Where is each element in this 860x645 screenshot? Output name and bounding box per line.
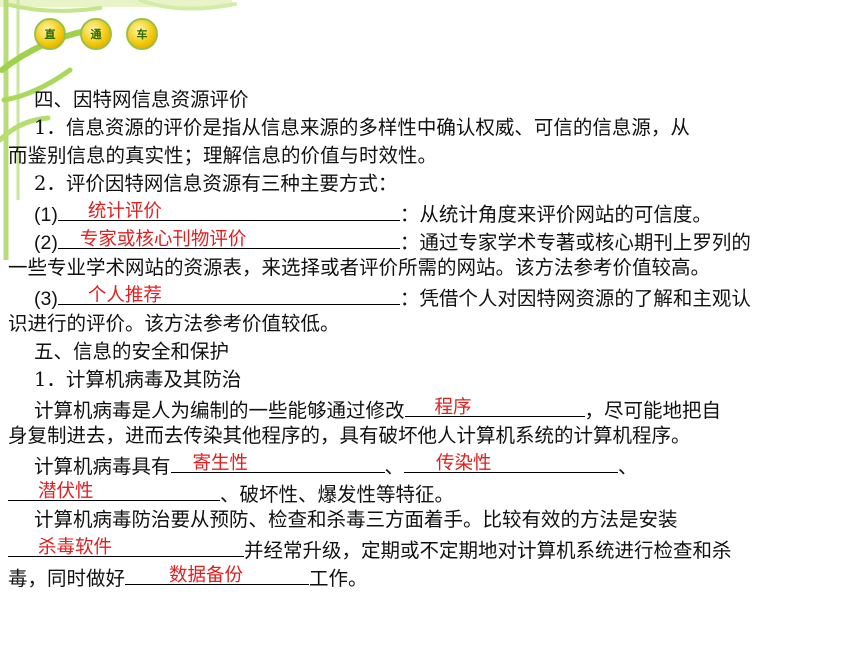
method2-text: ：通过专家学术专著或核心期刊上罗列的 <box>399 231 751 254</box>
trait3-blank: 潜伏性 <box>8 478 220 502</box>
backup-answer: 数据备份 <box>169 565 244 586</box>
trait2-answer: 传染性 <box>436 453 492 474</box>
virus-def-answer: 程序 <box>434 397 472 418</box>
trait1-blank: 寄生性 <box>170 450 385 474</box>
virus-def-line1: 计算机病毒是人为编制的一些能够通过修改 程序 ，尽可能地把自 <box>34 394 721 422</box>
section4-title: 四、因特网信息资源评价 <box>34 88 249 111</box>
backup-post: 工作。 <box>309 567 368 590</box>
virus-def-line2: 身复制进去，进而去传染其他程序的，具有破坏他人计算机系统的计算机程序。 <box>8 424 691 447</box>
virus-traits-end: 、 <box>618 455 638 478</box>
backup-blank: 数据备份 <box>125 562 310 586</box>
method1-number: (1) <box>34 204 58 226</box>
method3-answer: 个人推荐 <box>87 285 162 306</box>
method1-line: (1) 统计评价 ：从统计角度来评价网站的可信度。 <box>34 198 712 226</box>
badge-zhi: 直 <box>34 18 66 50</box>
method3-blank: 个人推荐 <box>57 282 400 306</box>
s4-para1-line2: 而鉴别信息的真实性；理解信息的价值与时效性。 <box>8 144 438 167</box>
badge-che: 车 <box>126 18 158 50</box>
top-decoration-bar <box>0 0 232 7</box>
method3-line: (3) 个人推荐 ：凭借个人对因特网资源的了解和主观认 <box>34 282 751 310</box>
virus-traits-line1: 计算机病毒具有寄生性 、 传染性 、 <box>34 450 638 478</box>
antivirus-blank: 杀毒软件 <box>8 534 244 558</box>
trait1-answer: 寄生性 <box>192 453 249 474</box>
method1-answer: 统计评价 <box>87 201 162 222</box>
antivirus-answer: 杀毒软件 <box>38 537 113 558</box>
section5-title: 五、信息的安全和保护 <box>34 340 230 363</box>
virus-traits-post: 、破坏性、爆发性等特征。 <box>220 483 455 506</box>
virus-def-post: ，尽可能地把自 <box>584 399 722 422</box>
method2-number: (2) <box>34 232 58 254</box>
virus-prevention-post: 并经常升级，定期或不定期地对计算机系统进行检查和杀 <box>244 539 732 562</box>
backup-pre: 毒，同时做好 <box>8 567 126 590</box>
method1-text: ：从统计角度来评价网站的可信度。 <box>399 203 712 226</box>
method2-line: (2) 专家或核心刊物评价 ：通过专家学术专著或核心期刊上罗列的 <box>34 226 751 254</box>
method3-text: ：凭借个人对因特网资源的了解和主观认 <box>399 287 751 310</box>
virus-def-pre: 计算机病毒是人为编制的一些能够通过修改 <box>34 399 405 422</box>
virus-traits-sep: 、 <box>384 455 405 478</box>
trait2-blank: 传染性 <box>404 450 619 474</box>
virus-def-blank: 程序 <box>404 394 585 418</box>
method1-blank: 统计评价 <box>57 198 400 222</box>
s4-para2: 2．评价因特网信息资源有三种主要方式： <box>34 172 398 195</box>
trait3-answer: 潜伏性 <box>38 481 94 502</box>
virus-prevention-line3: 毒，同时做好 数据备份 工作。 <box>8 562 368 590</box>
method2-blank: 专家或核心刊物评价 <box>57 226 400 250</box>
method3-continuation: 识进行的评价。该方法参考价值较低。 <box>8 312 340 335</box>
virus-prevention-line2: 杀毒软件 并经常升级，定期或不定期地对计算机系统进行检查和杀 <box>8 534 732 562</box>
virus-prevention-line1: 计算机病毒防治要从预防、检查和杀毒三方面着手。比较有效的方法是安装 <box>34 508 678 531</box>
virus-traits-pre: 计算机病毒具有 <box>34 455 171 478</box>
virus-traits-line2: 潜伏性 、破坏性、爆发性等特征。 <box>8 478 454 506</box>
s4-para1-line1: 1．信息资源的评价是指从信息来源的多样性中确认权威、可信的信息源，从 <box>34 116 690 139</box>
method2-answer: 专家或核心刊物评价 <box>79 229 247 250</box>
method3-number: (3) <box>34 288 58 310</box>
badge-tong: 通 <box>80 18 112 50</box>
method2-continuation: 一些专业学术网站的资源表，来选择或者评价所需的网站。该方法参考价值较高。 <box>8 256 711 279</box>
s5-subtitle1: 1．计算机病毒及其防治 <box>34 368 242 391</box>
header-badges: 直 通 车 <box>34 18 158 50</box>
